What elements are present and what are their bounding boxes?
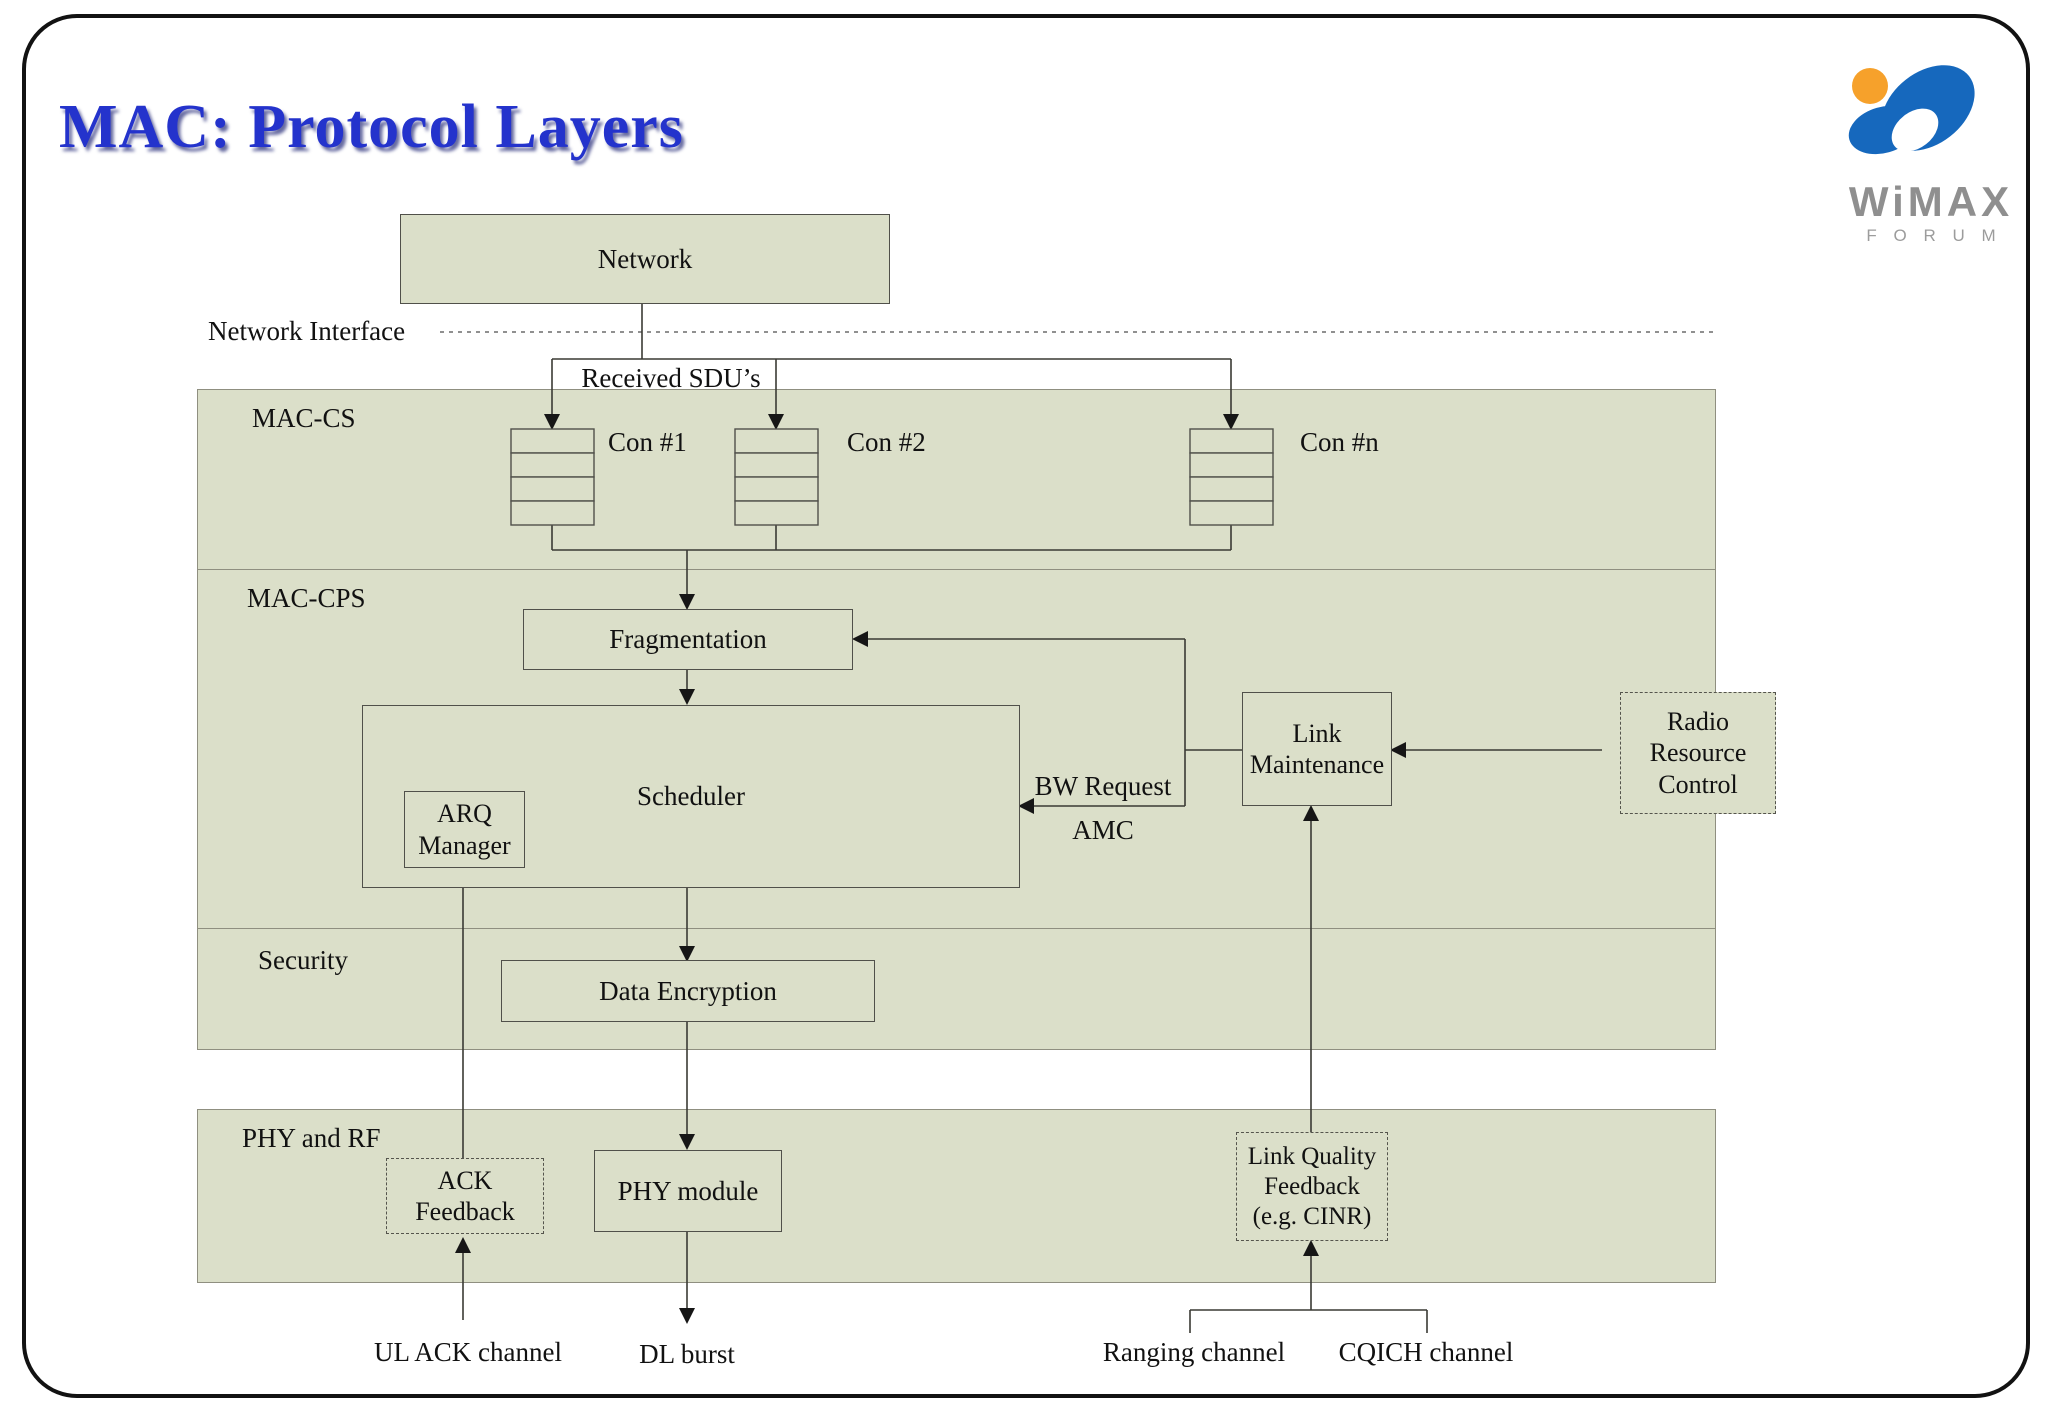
logo-brand-text: WiMAX [1849,178,2013,225]
logo-white-ellipse [1891,108,1939,152]
network-box-label: Network [597,243,693,274]
link-quality-feedback-line1: Link Quality [1247,1142,1377,1170]
link-quality-feedback-line2: Feedback [1264,1172,1360,1200]
fragmentation-box-label: Fragmentation [609,624,767,655]
wimax-logo-graphic: WiMAX F O R U M [1848,65,2013,245]
arq-manager-line1: ARQ [437,799,492,829]
ack-feedback-line1: ACK [437,1165,493,1195]
dl-burst-label: DL burst [639,1339,735,1369]
ack-feedback-box: ACK Feedback [386,1158,544,1234]
band-label-mac-cs: MAC-CS [252,403,356,433]
amc-label: AMC [1072,815,1134,845]
band-security [197,928,1716,1050]
radio-resource-control-line1: Radio [1666,707,1730,737]
network-interface-label: Network Interface [208,316,406,346]
logo-sub-text: F O R U M [1866,226,2001,245]
arq-manager-box: ARQ Manager [404,791,525,868]
ranging-channel-label: Ranging channel [1102,1337,1286,1367]
wimax-forum-logo: WiMAX F O R U M [1828,38,2038,258]
radio-resource-control-line3: Control [1658,769,1738,799]
arrowheads [455,414,1406,1324]
radio-resource-control-box: Radio Resource Control [1620,692,1776,814]
link-maintenance-line2: Maintenance [1249,750,1385,779]
link-quality-feedback-line3: (e.g. CINR) [1252,1202,1372,1230]
queue-label-con1: Con #1 [608,427,687,457]
band-label-security: Security [258,945,348,975]
queue-con-n [1189,428,1274,526]
radio-resource-control-line2: Resource [1649,738,1747,768]
bw-request-label: BW Request [1034,771,1172,801]
fragmentation-box: Fragmentation [523,609,853,670]
data-encryption-box-label: Data Encryption [599,975,777,1006]
scheduler-box-label: Scheduler [637,781,745,812]
link-quality-feedback-box: Link Quality Feedback (e.g. CINR) [1236,1132,1388,1241]
ack-feedback-line2: Feedback [415,1197,515,1226]
queue-label-con-n: Con #n [1300,427,1379,457]
connector-lines [462,302,1602,1333]
received-sdus-label: Received SDU’s [581,363,761,393]
slide-border [22,14,2030,1398]
queue-con2 [734,428,819,526]
data-encryption-box: Data Encryption [501,960,875,1022]
link-maintenance-line1: Link [1292,718,1342,748]
phy-module-box-label: PHY module [617,1175,759,1206]
band-label-mac-cps: MAC-CPS [247,583,366,613]
phy-module-box: PHY module [594,1150,782,1232]
network-box: Network [400,214,890,304]
queue-label-con2: Con #2 [847,427,926,457]
logo-orange-circle [1852,68,1888,104]
cqich-channel-label: CQICH channel [1338,1337,1514,1367]
queue-con1 [510,428,595,526]
ul-ack-channel-label: UL ACK channel [374,1337,562,1367]
link-maintenance-box: Link Maintenance [1242,692,1392,806]
page-title: MAC: Protocol Layers [59,93,684,161]
arq-manager-line2: Manager [418,830,511,860]
band-label-phy-rf: PHY and RF [242,1123,381,1153]
